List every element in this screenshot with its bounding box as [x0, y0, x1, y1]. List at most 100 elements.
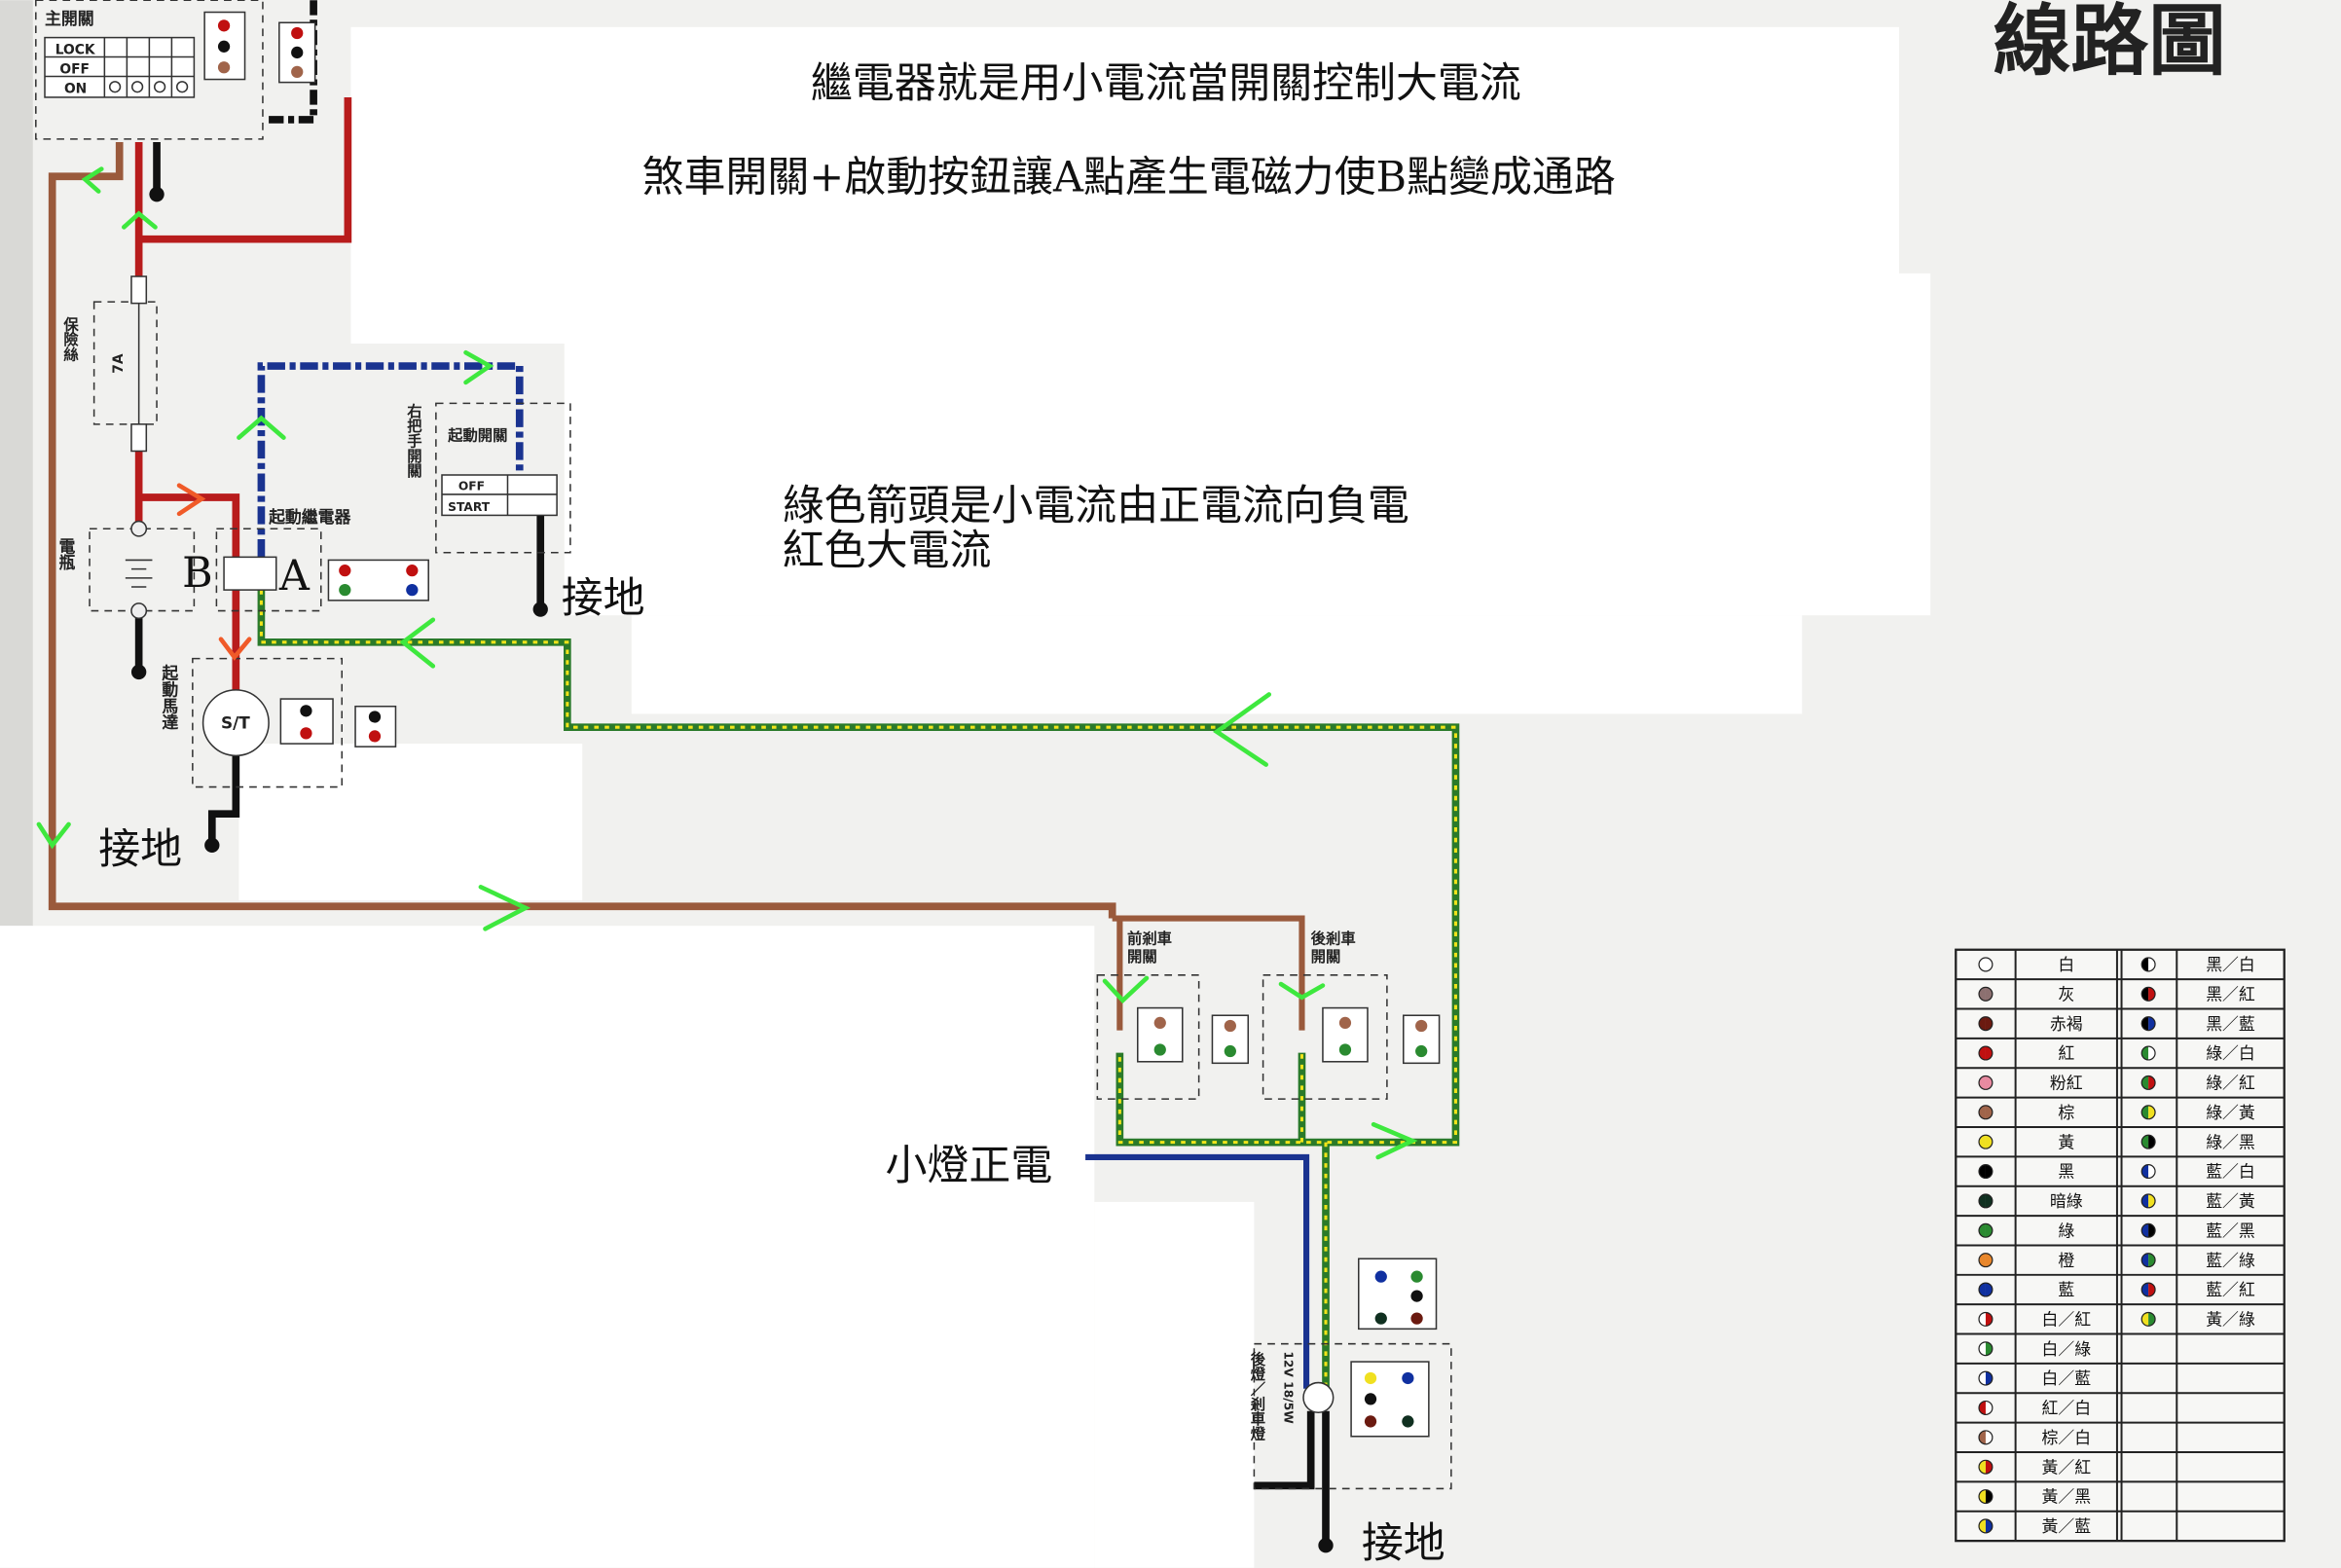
green-yellow-wire [257, 590, 1460, 1389]
legend-item: 黃／黑 [1978, 1487, 2091, 1507]
legend-label: 綠／黑 [2206, 1132, 2255, 1151]
legend-label: 藍 [2058, 1280, 2074, 1299]
wire-color-swatch [1979, 1164, 1986, 1179]
wire-color-swatch [1979, 1460, 1986, 1475]
green-arrow-icon [1371, 1121, 1418, 1160]
wire-color-swatch [1979, 1371, 1986, 1386]
wire-color-swatch [2141, 1223, 2149, 1238]
legend-item: 黑／藍 [2140, 1014, 2255, 1034]
ground-label: 接地 [1362, 1519, 1445, 1568]
wire-color-swatch [2148, 987, 2156, 1002]
legend-item: 綠／紅 [2140, 1074, 2255, 1093]
wire-color-swatch [1985, 1076, 1993, 1090]
page-title: 線路圖 [1994, 0, 2226, 86]
svg-text:開關: 開關 [1127, 948, 1157, 966]
ground-terminals [130, 186, 1334, 1553]
legend-item: 棕／白 [1978, 1428, 2091, 1447]
legend-label: 白 [2058, 955, 2074, 974]
annotation-brake-start: 煞車開關+啟動按鈕讓A點產生電磁力使B點變成通路 [642, 154, 1616, 202]
starter-relay: 起動繼電器 B A [182, 507, 429, 612]
wire-color-swatch [1985, 1016, 1993, 1031]
legend-label: 黑／藍 [2206, 1014, 2255, 1034]
green-arrow-icon [478, 885, 531, 931]
wire-color-swatch [2141, 1283, 2149, 1296]
legend-label: 白／藍 [2041, 1368, 2091, 1388]
small-light-positive-label: 小燈正電 [886, 1142, 1053, 1190]
legend-item: 白／綠 [1978, 1339, 2091, 1359]
red-arrow-icon [176, 483, 206, 517]
blue-wire-small-light [1085, 1153, 1310, 1389]
legend-label: 黃／藍 [2041, 1516, 2091, 1536]
legend-item: 暗綠 [1978, 1191, 2083, 1211]
legend-item: 藍 [1978, 1280, 2074, 1299]
wire-color-swatch [2148, 1283, 2156, 1296]
wire-color-swatch [2148, 1076, 2156, 1090]
legend-label: 藍／白 [2206, 1162, 2255, 1182]
current-arrows [36, 166, 1418, 1160]
legend-item: 粉紅 [1978, 1074, 2083, 1093]
battery-label: 電瓶 [55, 537, 75, 571]
legend-label: 綠 [2058, 1221, 2074, 1240]
wire-color-swatch [1985, 1046, 1993, 1060]
legend-label: 綠／白 [2206, 1043, 2255, 1063]
wire-color-swatch [2141, 1046, 2149, 1060]
fuse: 保險絲 7A [61, 275, 158, 453]
wire-color-swatch [2141, 1105, 2149, 1119]
rear-brake-switch: 後剎車 開關 [1262, 930, 1441, 1100]
red-wire-relay [134, 448, 240, 695]
wire-color-swatch [1985, 1253, 1993, 1267]
wire-color-swatch [1985, 987, 1993, 1002]
legend-item: 黑 [1978, 1162, 2074, 1182]
legend-label: 棕／白 [2041, 1428, 2091, 1447]
starter-motor: S/T 起動馬達 [159, 657, 397, 788]
blue-wire-start [257, 362, 524, 591]
svg-text:OFF: OFF [458, 479, 485, 492]
wire-color-swatch [2148, 1193, 2156, 1208]
green-arrow-icon [1278, 981, 1326, 1001]
green-arrow-icon [399, 617, 436, 669]
point-a-label: A [278, 552, 311, 601]
wire-color-swatch [1985, 958, 1993, 971]
ground-label: 接地 [562, 574, 645, 623]
svg-text:START: START [448, 500, 491, 514]
wire-color-swatch [1979, 1016, 1986, 1031]
legend-item: 綠／白 [2140, 1043, 2255, 1063]
wire-color-swatch [1985, 1341, 1993, 1356]
wire-color-swatch [1985, 1371, 1993, 1386]
battery: 電瓶 [55, 520, 196, 620]
legend-label: 綠／紅 [2206, 1074, 2255, 1093]
svg-text:7A: 7A [111, 353, 127, 374]
wire-color-swatch [2148, 1312, 2156, 1327]
tail-light: 後燈／剎車燈 12V 18/5W [1248, 1258, 1452, 1490]
legend-item: 綠 [1978, 1221, 2074, 1240]
wire-color-swatch [1979, 1046, 1986, 1060]
starter-motor-label: 起動馬達 [159, 664, 178, 731]
legend-item: 藍／紅 [2140, 1280, 2255, 1299]
green-arrow-icon [122, 210, 158, 230]
legend-label: 藍／黃 [2206, 1191, 2255, 1211]
wire-color-swatch [2148, 1135, 2156, 1149]
annotation-red-current: 紅色大電流 [783, 527, 992, 575]
svg-text:開關: 開關 [1311, 948, 1341, 966]
wire-color-swatch [1985, 1105, 1993, 1119]
legend-label: 黑／白 [2206, 955, 2255, 974]
wire-color-swatch [1979, 1283, 1986, 1296]
legend-label: 棕 [2058, 1103, 2074, 1122]
wire-color-swatch [2141, 1193, 2149, 1208]
wire-color-swatch [2148, 1016, 2156, 1031]
wire-color-swatch [2141, 958, 2149, 971]
legend-label: 紅／白 [2041, 1399, 2091, 1418]
wire-color-swatch [1985, 1489, 1993, 1504]
legend-label: 暗綠 [2050, 1191, 2083, 1211]
start-switch: 右把手開關 起動開關 OFF START [405, 402, 571, 554]
wire-color-swatch [2141, 1016, 2149, 1031]
annotation-overlays [0, 26, 1931, 1568]
wire-color-swatch [2148, 1164, 2156, 1179]
wire-color-swatch [2148, 958, 2156, 971]
legend-item: 灰 [1978, 984, 2074, 1003]
brown-wire-main [48, 141, 1116, 919]
legend-item: 白／藍 [1978, 1368, 2091, 1388]
legend-item: 藍／黑 [2140, 1221, 2255, 1240]
ground-label: 接地 [98, 825, 182, 874]
legend-label: 黑／紅 [2206, 984, 2255, 1003]
